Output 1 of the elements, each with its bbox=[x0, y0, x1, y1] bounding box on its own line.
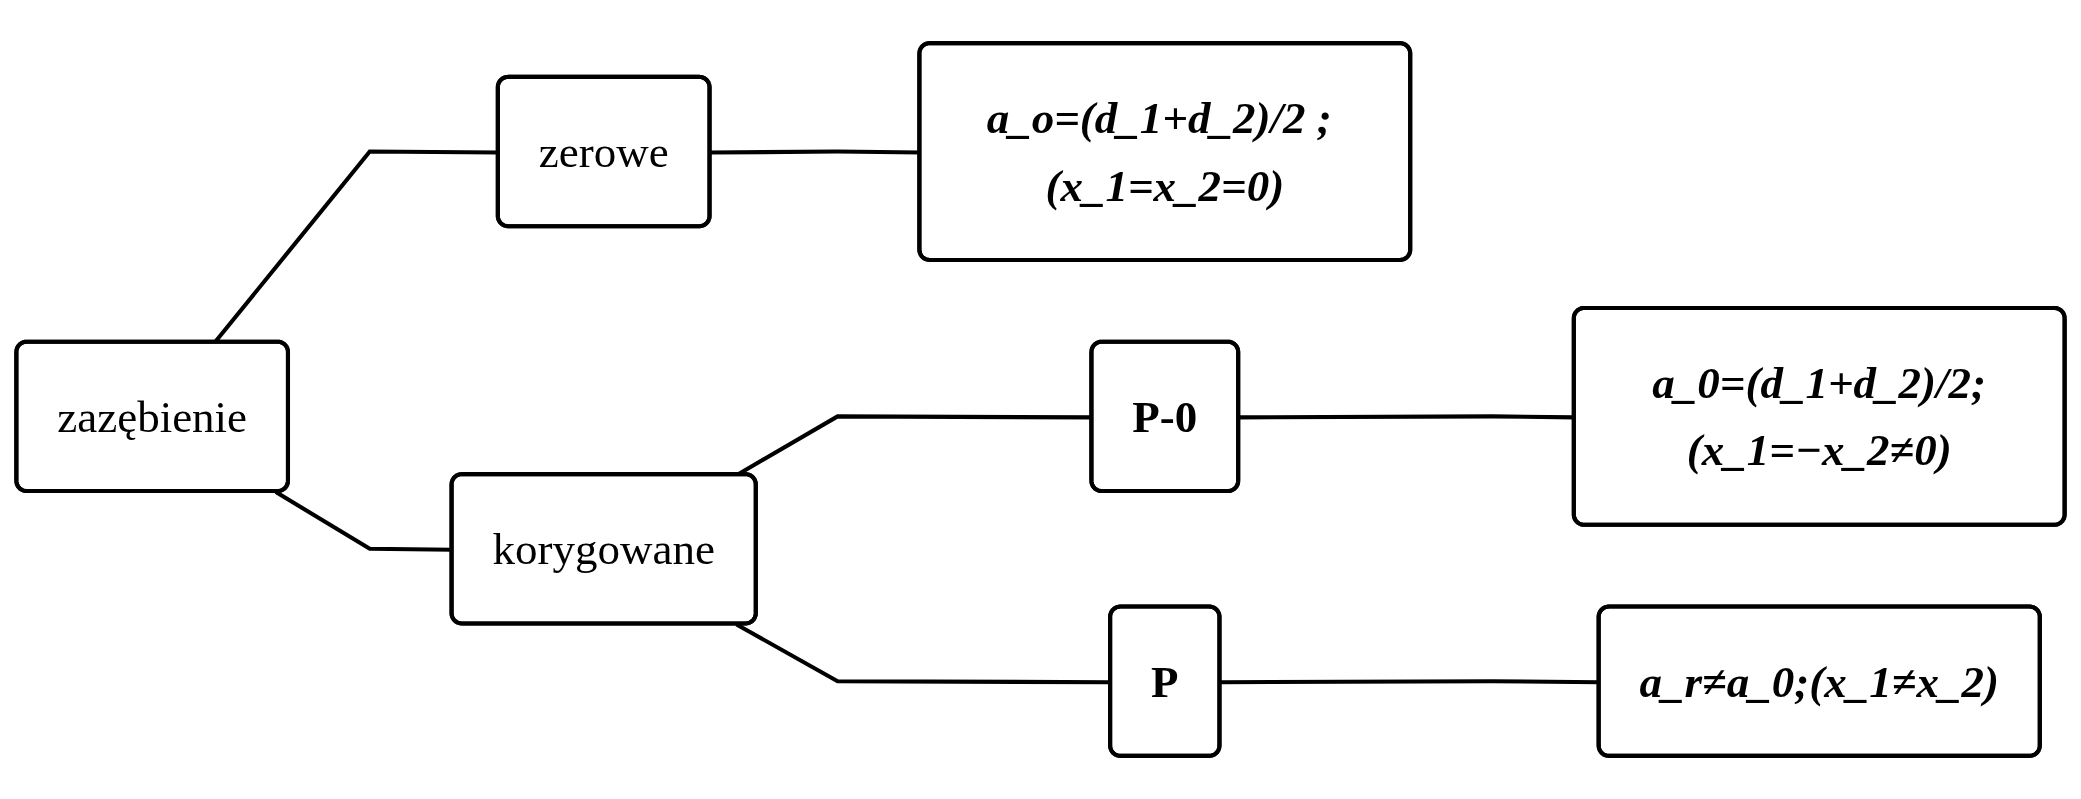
connector bbox=[1239, 414, 1575, 420]
